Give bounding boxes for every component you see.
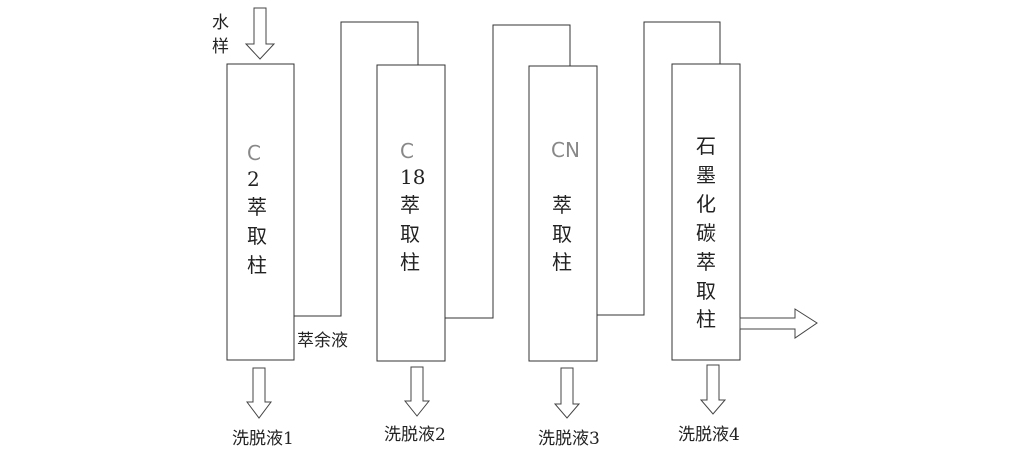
column-3-line-2: 萃 — [552, 193, 572, 217]
column-c2 — [226, 63, 295, 361]
column-graphitized-carbon — [671, 63, 741, 361]
column-1-line-3: 萃 — [247, 195, 267, 219]
column-4-line-2: 墨 — [696, 163, 716, 187]
eluate-3-arrow — [553, 367, 581, 419]
column-2-line-5: 柱 — [400, 250, 420, 274]
column-4-line-6: 取 — [696, 279, 716, 303]
column-1-line-1: C — [247, 141, 261, 165]
input-label-1: 水 — [212, 13, 229, 33]
column-3-line-4: 柱 — [552, 250, 572, 274]
connector-1-2 — [294, 21, 419, 317]
input-arrow — [244, 7, 276, 60]
column-cn — [528, 65, 598, 362]
eluate-3-label: 洗脱液3 — [538, 429, 600, 449]
connector-2-3 — [445, 24, 571, 319]
column-4-line-7: 柱 — [696, 307, 716, 331]
eluate-4-arrow — [699, 364, 727, 415]
eluate-1-label: 洗脱液1 — [232, 429, 294, 449]
column-1-line-5: 柱 — [247, 253, 267, 277]
eluate-1-arrow — [246, 367, 272, 419]
eluate-2-arrow — [403, 366, 431, 417]
column-1-line-2: 2 — [247, 167, 260, 191]
output-arrow — [739, 308, 818, 339]
eluate-4-label: 洗脱液4 — [678, 425, 740, 445]
column-2-line-4: 取 — [400, 222, 420, 246]
column-1-line-4: 取 — [247, 224, 267, 248]
input-label-2: 样 — [212, 37, 229, 57]
raffinate-label: 萃余液 — [297, 331, 348, 351]
column-c18 — [376, 64, 446, 362]
column-4-line-4: 碳 — [696, 221, 716, 245]
column-4-line-5: 萃 — [696, 250, 716, 274]
column-2-line-1: C — [400, 139, 414, 163]
column-3-line-3: 取 — [552, 222, 572, 246]
column-2-line-2: 18 — [400, 165, 425, 189]
connector-3-4 — [597, 21, 721, 316]
column-2-line-3: 萃 — [400, 193, 420, 217]
column-4-line-1: 石 — [696, 134, 716, 158]
column-4-line-3: 化 — [696, 192, 716, 216]
eluate-2-label: 洗脱液2 — [384, 425, 446, 445]
column-3-line-1: CN — [551, 138, 580, 162]
